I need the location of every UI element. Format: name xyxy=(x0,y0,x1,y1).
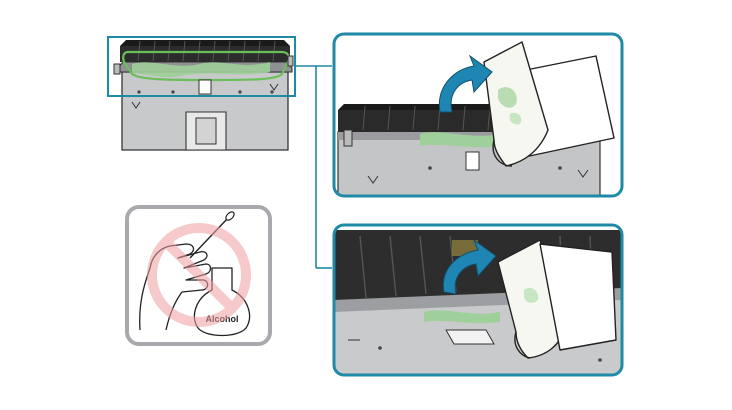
detail-panel-bottom xyxy=(332,223,624,377)
curved-arrow-icon xyxy=(438,54,493,113)
printer-part-overview xyxy=(107,36,296,151)
callout-connectors xyxy=(295,65,332,269)
curved-arrow-icon xyxy=(442,238,497,295)
detail-panel-top xyxy=(332,32,624,198)
no-symbol-icon xyxy=(147,223,251,327)
residue-stain xyxy=(132,62,270,78)
no-alcohol-panel: Alcohol xyxy=(125,205,272,346)
